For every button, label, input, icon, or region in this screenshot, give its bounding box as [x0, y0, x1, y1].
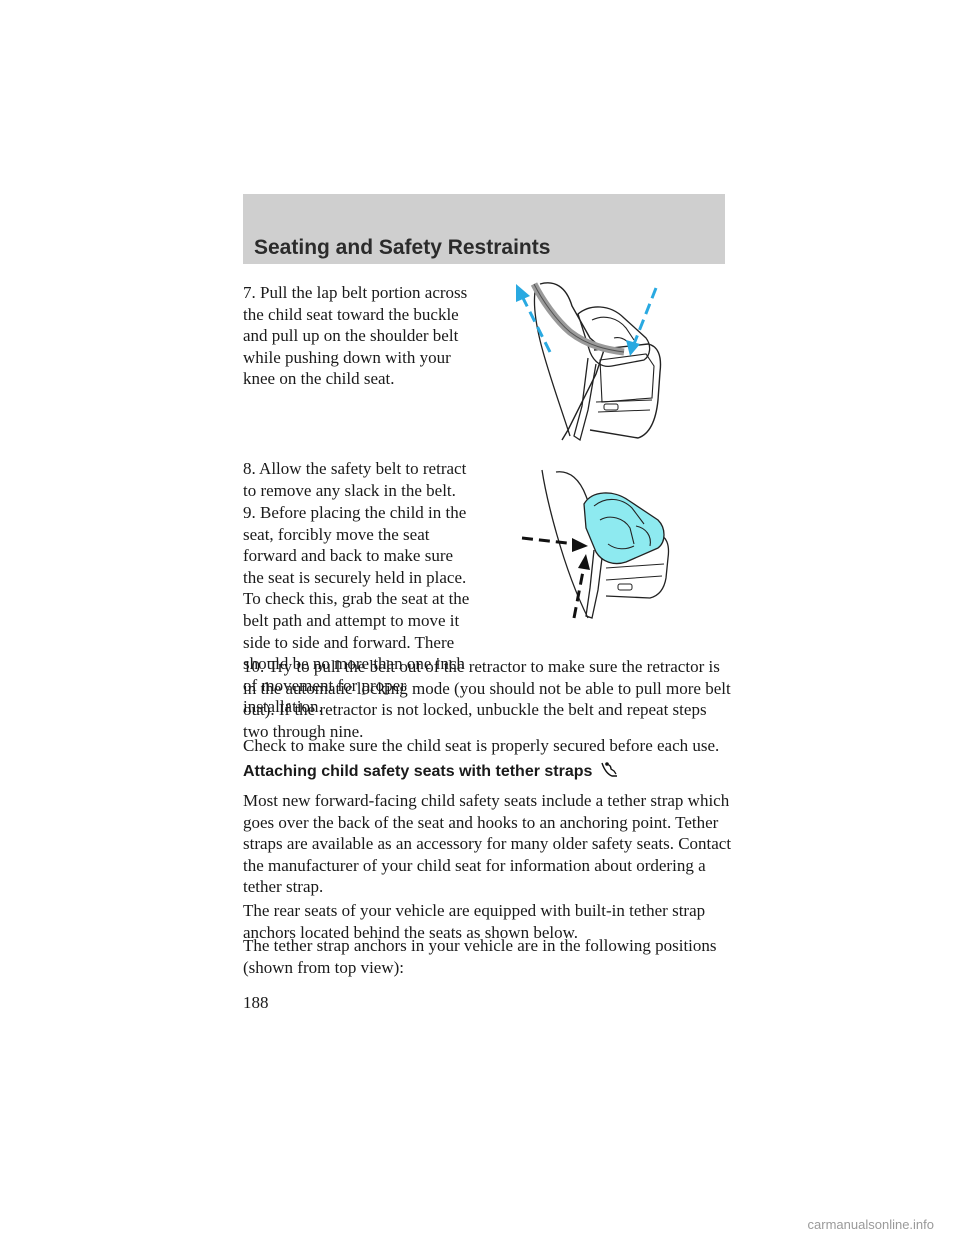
- tether-paragraph-2: The rear seats of your vehicle are equip…: [243, 901, 706, 942]
- tether-paragraph-1: Most new forward-facing child safety sea…: [243, 791, 732, 897]
- tether-heading-text: Attaching child safety seats with tether…: [243, 763, 593, 780]
- section-header-band: Seating and Safety Restraints: [243, 194, 725, 264]
- step-8-text: 8. Allow the safety belt to retract to r…: [243, 459, 467, 500]
- figure-tighten-belt: [516, 282, 662, 442]
- tether-paragraph-3: The tether strap anchors in your vehicle…: [243, 936, 717, 977]
- watermark: carmanualsonline.info: [807, 1217, 934, 1232]
- figure-check-movement: [521, 469, 670, 619]
- step-9-text: 9. Before placing the child in the seat,…: [243, 503, 470, 717]
- section-title: Seating and Safety Restraints: [254, 236, 551, 259]
- page-number: 188: [243, 993, 269, 1012]
- step-7-text: 7. Pull the lap belt portion across the …: [243, 283, 468, 389]
- tether-section-heading: Attaching child safety seats with tether…: [243, 761, 619, 781]
- check-secured-text: Check to make sure the child seat is pro…: [243, 736, 720, 755]
- child-seat-icon: [601, 762, 617, 777]
- step-10-text: 10. Try to pull the belt out of the retr…: [243, 657, 731, 741]
